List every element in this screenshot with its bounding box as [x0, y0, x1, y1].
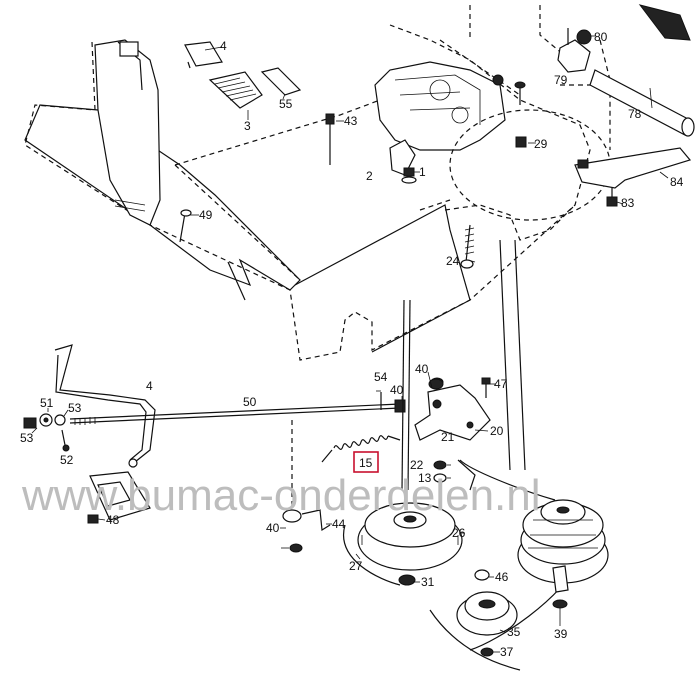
drive-belt [342, 239, 581, 671]
bolt-49 [179, 209, 192, 243]
label-part-26: 26 [452, 526, 466, 540]
label-part-54: 54 [374, 370, 388, 384]
nut-1 [401, 167, 417, 184]
brake-pad [87, 471, 151, 524]
label-part-79: 79 [554, 73, 568, 87]
label-part-46: 46 [495, 570, 509, 584]
bolt-24 [460, 224, 475, 269]
label-part-47: 47 [494, 377, 508, 391]
label-part-48: 48 [106, 513, 120, 527]
pedal [184, 41, 263, 109]
rod-50 [69, 399, 406, 425]
axle-tube [557, 4, 695, 137]
transmission [374, 61, 526, 176]
pedal-bracket [94, 39, 161, 226]
nut-13 [433, 473, 447, 483]
washer-22 [433, 460, 447, 470]
label-part-40-b: 40 [390, 383, 404, 397]
label-part-52: 52 [60, 453, 74, 467]
frame-plate [24, 104, 471, 353]
label-part-43: 43 [344, 114, 358, 128]
label-part-1: 1 [419, 165, 426, 179]
pulley-stack [517, 499, 609, 584]
leader-lines [31, 35, 669, 653]
label-part-13: 13 [418, 471, 432, 485]
washer-group [23, 413, 70, 452]
label-part-37: 37 [500, 645, 514, 659]
label-part-27: 27 [349, 559, 363, 573]
label-part-29: 29 [534, 137, 548, 151]
chassis-frame [24, 5, 611, 361]
label-part-44: 44 [332, 517, 346, 531]
pulley-26 [357, 502, 463, 571]
label-part-4-top: 4 [220, 39, 227, 53]
label-part-22: 22 [410, 458, 424, 472]
small-parts [282, 378, 569, 657]
label-part-40-c: 40 [266, 521, 280, 535]
label-part-53-b: 53 [20, 431, 34, 445]
label-part-40-a: 40 [415, 362, 429, 376]
label-part-21: 21 [441, 430, 455, 444]
pulley-35 [456, 591, 518, 636]
label-part-31: 31 [421, 575, 435, 589]
label-part-78: 78 [628, 107, 642, 121]
label-part-35: 35 [507, 625, 521, 639]
label-part-49: 49 [199, 208, 213, 222]
label-part-39: 39 [554, 627, 568, 641]
label-part-55: 55 [279, 97, 293, 111]
part-labels: 4 3 55 43 49 2 1 29 80 79 78 84 83 24 40… [20, 30, 684, 659]
label-part-50: 50 [243, 395, 257, 409]
clip-55 [260, 67, 302, 96]
label-part-83: 83 [621, 196, 635, 210]
highlight-box [353, 451, 379, 473]
bracket-84 [574, 147, 692, 207]
label-part-15: 15 [359, 456, 373, 470]
label-part-84: 84 [670, 175, 684, 189]
label-part-20: 20 [490, 424, 504, 438]
bolt-43 [325, 113, 335, 165]
label-part-24: 24 [446, 254, 460, 268]
label-part-4-bottom: 4 [146, 379, 153, 393]
lever-arm [54, 344, 156, 468]
label-part-53-a: 53 [68, 401, 82, 415]
label-part-80: 80 [594, 30, 608, 44]
label-part-3: 3 [244, 119, 251, 133]
nut-29 [515, 136, 527, 148]
label-part-2: 2 [366, 169, 373, 183]
label-part-51: 51 [40, 396, 54, 410]
watermark: www.bumac-onderdelen.nl [21, 471, 541, 520]
spring-15 [321, 435, 401, 463]
